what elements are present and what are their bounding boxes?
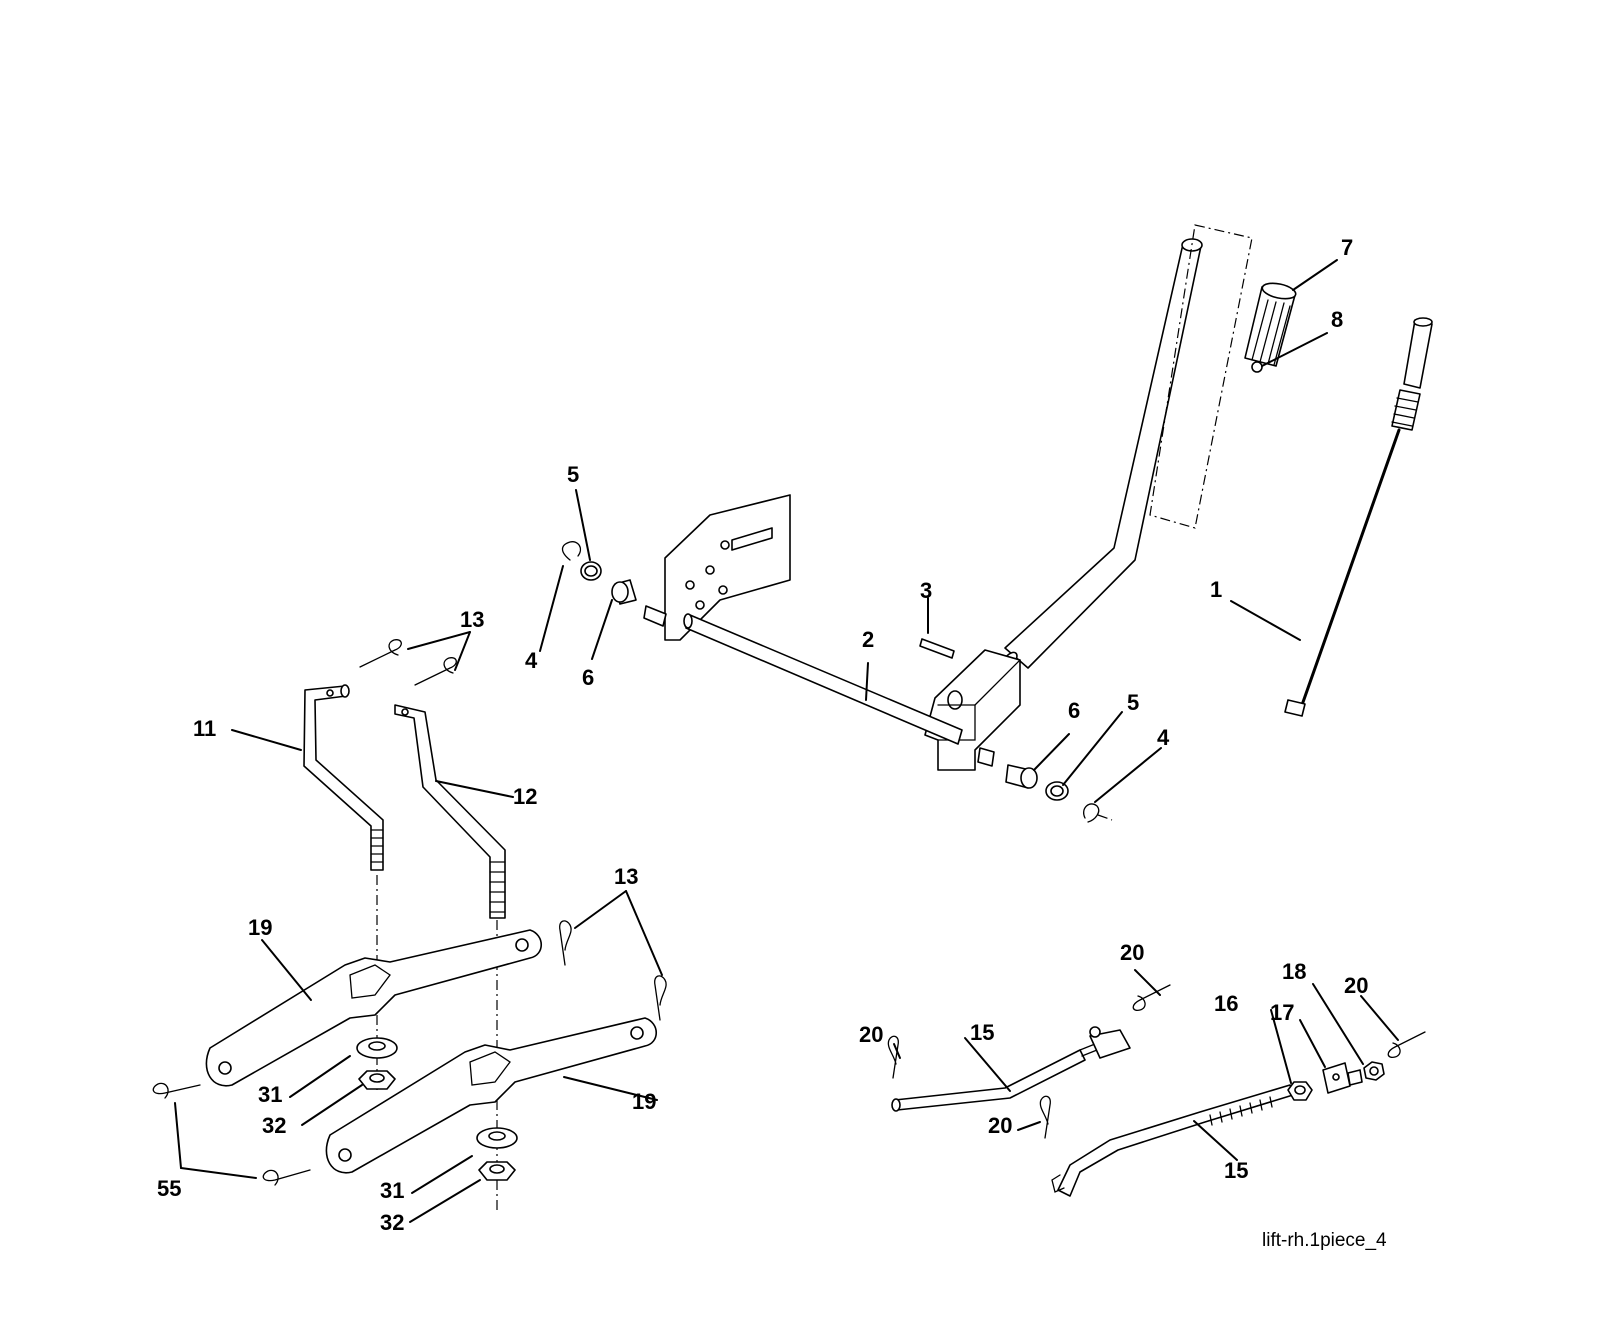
- right-hardware: [977, 747, 1113, 823]
- lift-link-12: [394, 704, 506, 919]
- callout-4-left: 4: [525, 648, 538, 673]
- callout-15-lower: 15: [1224, 1158, 1248, 1183]
- callout-1: 1: [1210, 577, 1222, 602]
- callout-18: 18: [1282, 959, 1306, 984]
- drawing-code: lift-rh.1piece_4: [1262, 1230, 1387, 1251]
- leader-lines: [174, 259, 1399, 1223]
- lift-arm-upper: [205, 929, 543, 1087]
- mounting-plate: [664, 494, 791, 641]
- left-hardware: [561, 541, 637, 605]
- callout-4-right: 4: [1157, 725, 1170, 750]
- callout-16: 16: [1214, 991, 1238, 1016]
- reference-numbers: 7 8 1 3 2 5 4 6 6 5 4 13 11 12 13 19 19 …: [157, 235, 1368, 1235]
- callout-31-upper: 31: [258, 1082, 282, 1107]
- callout-11: 11: [193, 716, 216, 741]
- callout-19-upper: 19: [248, 915, 272, 940]
- lift-arm-lower: [325, 1017, 658, 1174]
- cable: [1284, 317, 1433, 717]
- callout-7: 7: [1341, 235, 1353, 260]
- adjust-rod-lower: [1051, 1084, 1294, 1197]
- nut-lower: [478, 1161, 516, 1181]
- nut-upper: [358, 1070, 396, 1090]
- grip-screw: [1251, 361, 1263, 373]
- handle-extension-outline: [1149, 224, 1253, 529]
- callout-55: 55: [157, 1176, 181, 1201]
- roll-pin: [919, 638, 955, 659]
- callout-20-a: 20: [1120, 940, 1144, 965]
- callout-32-upper: 32: [262, 1113, 286, 1138]
- lift-handle: [924, 238, 1203, 771]
- cross-shaft: [643, 605, 963, 745]
- callout-6-right: 6: [1068, 698, 1080, 723]
- callout-13-upper: 13: [460, 607, 484, 632]
- callout-12: 12: [513, 784, 537, 809]
- callout-20-c: 20: [988, 1113, 1012, 1138]
- callout-17: 17: [1270, 1000, 1294, 1025]
- callout-32-lower: 32: [380, 1210, 404, 1235]
- hairpin-clips: [152, 639, 1426, 1186]
- callout-20-d: 20: [1344, 973, 1368, 998]
- callout-2: 2: [862, 627, 874, 652]
- adjust-rod-upper: [891, 1026, 1131, 1112]
- lift-link-11: [303, 684, 384, 871]
- washer-upper: [356, 1037, 398, 1059]
- callout-20-b: 20: [859, 1022, 883, 1047]
- lock-nut: [1363, 1061, 1385, 1081]
- adjust-nut: [1287, 1081, 1313, 1101]
- callout-31-lower: 31: [380, 1178, 404, 1203]
- trunnion-block: [1322, 1062, 1363, 1094]
- washer-lower: [476, 1127, 518, 1149]
- callout-5-left: 5: [567, 462, 579, 487]
- callout-8: 8: [1331, 307, 1343, 332]
- callout-6-left: 6: [582, 665, 594, 690]
- callout-19-lower: 19: [632, 1089, 656, 1114]
- handle-grip: [1244, 282, 1297, 367]
- callout-5-right: 5: [1127, 690, 1139, 715]
- callout-15-upper: 15: [970, 1020, 994, 1045]
- callout-13-lower: 13: [614, 864, 638, 889]
- callout-3: 3: [920, 578, 932, 603]
